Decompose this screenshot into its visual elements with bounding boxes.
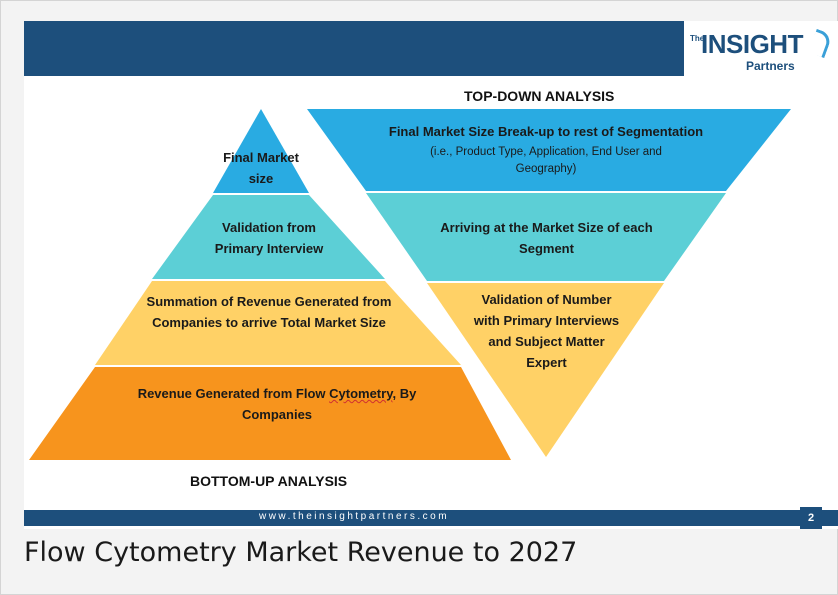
- top-down-title: TOP-DOWN ANALYSIS: [464, 88, 615, 104]
- header-band: [24, 21, 684, 76]
- break-up-sublabel: (i.e., Product Type, Application, End Us…: [430, 146, 662, 175]
- analysis-diagram: [29, 109, 791, 460]
- revenue-generated-label: Revenue Generated from Flow Cytometry, B…: [132, 383, 422, 425]
- page-number: 2: [800, 507, 822, 529]
- pyramid-level-revenue-generated: [29, 367, 511, 460]
- pyramid-level-validation: [152, 195, 385, 279]
- validation-number-label: Validation of Number with Primary Interv…: [473, 292, 620, 370]
- funnel-level-break-up: [307, 109, 791, 191]
- summation-revenue-label: Summation of Revenue Generated from Comp…: [146, 294, 392, 330]
- market-size-each-segment-label: Arriving at the Market Size of each Segm…: [440, 220, 653, 256]
- revenue-generated-label-suffix: , By Companies: [241, 386, 417, 422]
- final-market-size-label: Final Market size: [223, 150, 299, 186]
- revenue-generated-label-wavy-word: Cytometry: [329, 386, 393, 401]
- logo-partners-text: Partners: [746, 59, 795, 73]
- bottom-up-title: BOTTOM-UP ANALYSIS: [190, 473, 348, 489]
- logo-insight-text: INSIGHT: [701, 29, 803, 59]
- validation-primary-interview-label: Validation from Primary Interview: [214, 220, 324, 256]
- funnel-level-market-size-each-segment: [366, 193, 726, 281]
- insight-partners-logo: The INSIGHT Partners: [690, 28, 833, 79]
- revenue-generated-label-prefix: Revenue Generated from Flow: [137, 386, 330, 401]
- page-caption: Flow Cytometry Market Revenue to 2027: [24, 537, 578, 568]
- footer-band: www.theinsightpartners.com 2: [24, 507, 838, 529]
- pyramid-level-summation: [95, 281, 461, 365]
- footer-url: www.theinsightpartners.com: [258, 511, 450, 522]
- slide: The INSIGHT Partners TOP-DOWN ANALYSIS F…: [24, 21, 838, 529]
- logo-the-text: The: [690, 34, 705, 43]
- break-up-label: Final Market Size Break-up to rest of Se…: [388, 124, 704, 139]
- funnel-level-validation-number: [427, 283, 664, 457]
- pyramid-level-final-market-size: [213, 109, 309, 193]
